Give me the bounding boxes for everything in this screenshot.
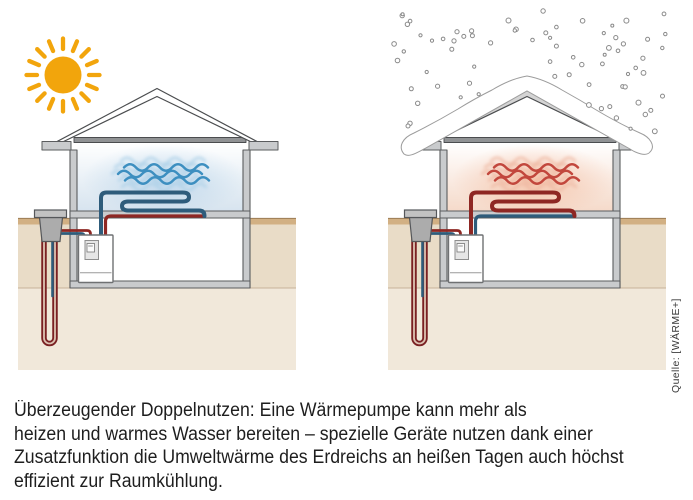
- air-glow: [452, 144, 616, 216]
- heat-pump-unit: [447, 234, 484, 284]
- air-glow: [82, 144, 246, 216]
- attic-space: [430, 96, 624, 143]
- caption: Überzeugender Doppelnutzen: Eine Wärmepu…: [14, 399, 624, 493]
- heat-pump-unit: [77, 234, 114, 284]
- summer-cooling-scene: [18, 87, 296, 370]
- borehole-shaft: [403, 209, 438, 243]
- cool-ceiling-coil: [99, 190, 207, 238]
- roof-snow-cap: [400, 75, 653, 156]
- sun-icon: [24, 36, 102, 114]
- caption-line: Überzeugender Doppelnutzen: Eine Wärmepu…: [14, 400, 527, 421]
- warm-ceiling-coil: [469, 190, 577, 238]
- caption-line: heizen und warmes Wasser bereiten – spez…: [14, 423, 593, 445]
- source-credit: Quelle: [WÄRME+]: [670, 298, 682, 393]
- warm-air-waves: [480, 156, 581, 192]
- snowflakes-icon: [391, 8, 668, 135]
- caption-line: effizient zur Raumkühlung.: [14, 470, 223, 492]
- cool-air-waves: [110, 156, 211, 192]
- caption-line: Zusatzfunktion die Umweltwärme des Erdre…: [14, 447, 624, 468]
- attic-space: [60, 96, 254, 143]
- borehole-shaft: [33, 209, 68, 243]
- snow: [391, 8, 668, 156]
- borehole-probe: [411, 236, 428, 347]
- heat-pump-illustration: [18, 8, 668, 370]
- winter-heating-scene: [388, 87, 666, 370]
- borehole-probe: [41, 236, 58, 347]
